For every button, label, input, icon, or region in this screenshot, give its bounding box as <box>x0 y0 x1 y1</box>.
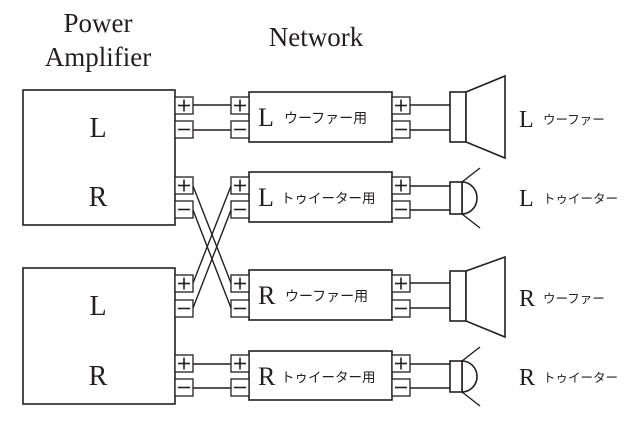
header-network: Network <box>269 22 364 52</box>
network-channel: L <box>258 103 274 132</box>
terminal-negative[interactable] <box>174 120 194 139</box>
output-terminal-negative[interactable] <box>391 120 411 139</box>
wire-amp2-L-neg <box>192 209 232 309</box>
amplifier-box <box>22 89 176 226</box>
woofer-icon <box>449 255 506 339</box>
input-terminal-positive[interactable] <box>230 274 250 293</box>
input-terminal-negative[interactable] <box>230 120 250 139</box>
terminal-positive[interactable] <box>174 354 194 373</box>
network-channel: R <box>258 281 276 310</box>
network-label: トゥイーター用 <box>281 191 376 207</box>
input-terminal-negative[interactable] <box>230 299 250 318</box>
terminal-positive[interactable] <box>174 176 194 195</box>
network-channel: L <box>258 183 274 212</box>
terminal-negative[interactable] <box>174 200 194 219</box>
header-amplifier: Amplifier <box>45 42 151 72</box>
network-box <box>248 171 393 223</box>
network-label: トゥイーター用 <box>281 370 376 386</box>
channel-label-R: R <box>89 182 108 213</box>
speaker-R-woofer: R ウーファー <box>449 255 605 339</box>
network-label: ウーファー用 <box>285 289 368 305</box>
output-terminal-positive[interactable] <box>391 176 411 195</box>
channel-label-R: R <box>89 361 108 392</box>
output-terminal-negative[interactable] <box>391 299 411 318</box>
speaker-label: ウーファー <box>543 291 605 306</box>
input-terminal-positive[interactable] <box>230 96 250 115</box>
output-terminal-negative[interactable] <box>391 378 411 397</box>
network-R-tweeter: R トゥイーター用 <box>230 350 411 401</box>
terminal-negative[interactable] <box>174 378 194 397</box>
speaker-channel: R <box>519 286 535 312</box>
input-terminal-negative[interactable] <box>230 378 250 397</box>
channel-label-L: L <box>89 113 106 144</box>
output-terminal-positive[interactable] <box>391 96 411 115</box>
network-channel: R <box>258 362 276 391</box>
speaker-L-tweeter: L トゥイーター <box>449 167 618 229</box>
network-box <box>248 350 393 401</box>
speaker-L-woofer: L ウーファー <box>449 74 605 160</box>
output-terminal-positive[interactable] <box>391 274 411 293</box>
terminal-negative[interactable] <box>174 299 194 318</box>
speaker-R-tweeter: R トゥイーター <box>449 346 618 407</box>
channel-label-L: L <box>89 291 106 322</box>
speaker-label: トゥイーター <box>543 191 618 206</box>
network-L-woofer: L ウーファー用 <box>230 91 411 143</box>
wires <box>192 104 450 389</box>
speaker-channel: L <box>519 107 534 133</box>
woofer-icon <box>449 74 506 160</box>
terminal-positive[interactable] <box>174 96 194 115</box>
output-terminal-positive[interactable] <box>391 354 411 373</box>
input-terminal-positive[interactable] <box>230 176 250 195</box>
network-box <box>248 91 393 143</box>
output-terminal-negative[interactable] <box>391 200 411 219</box>
header-power: Power <box>64 8 133 38</box>
speaker-channel: R <box>519 365 535 391</box>
amplifier-box <box>22 267 176 405</box>
speaker-label: ウーファー <box>543 112 605 127</box>
speaker-label: トゥイーター <box>543 370 618 385</box>
network-label: ウーファー用 <box>284 111 367 127</box>
speaker-channel: L <box>519 186 534 212</box>
input-terminal-negative[interactable] <box>230 200 250 219</box>
network-R-woofer: R ウーファー用 <box>230 269 411 321</box>
tweeter-icon <box>449 167 481 229</box>
amplifier-2: L R <box>22 267 194 405</box>
terminal-positive[interactable] <box>174 274 194 293</box>
network-L-tweeter: L トゥイーター用 <box>230 171 411 223</box>
tweeter-icon <box>449 346 481 407</box>
input-terminal-positive[interactable] <box>230 354 250 373</box>
network-box <box>248 269 393 321</box>
wire-amp2-L-pos <box>192 185 232 284</box>
amplifier-1: L R <box>22 89 194 226</box>
